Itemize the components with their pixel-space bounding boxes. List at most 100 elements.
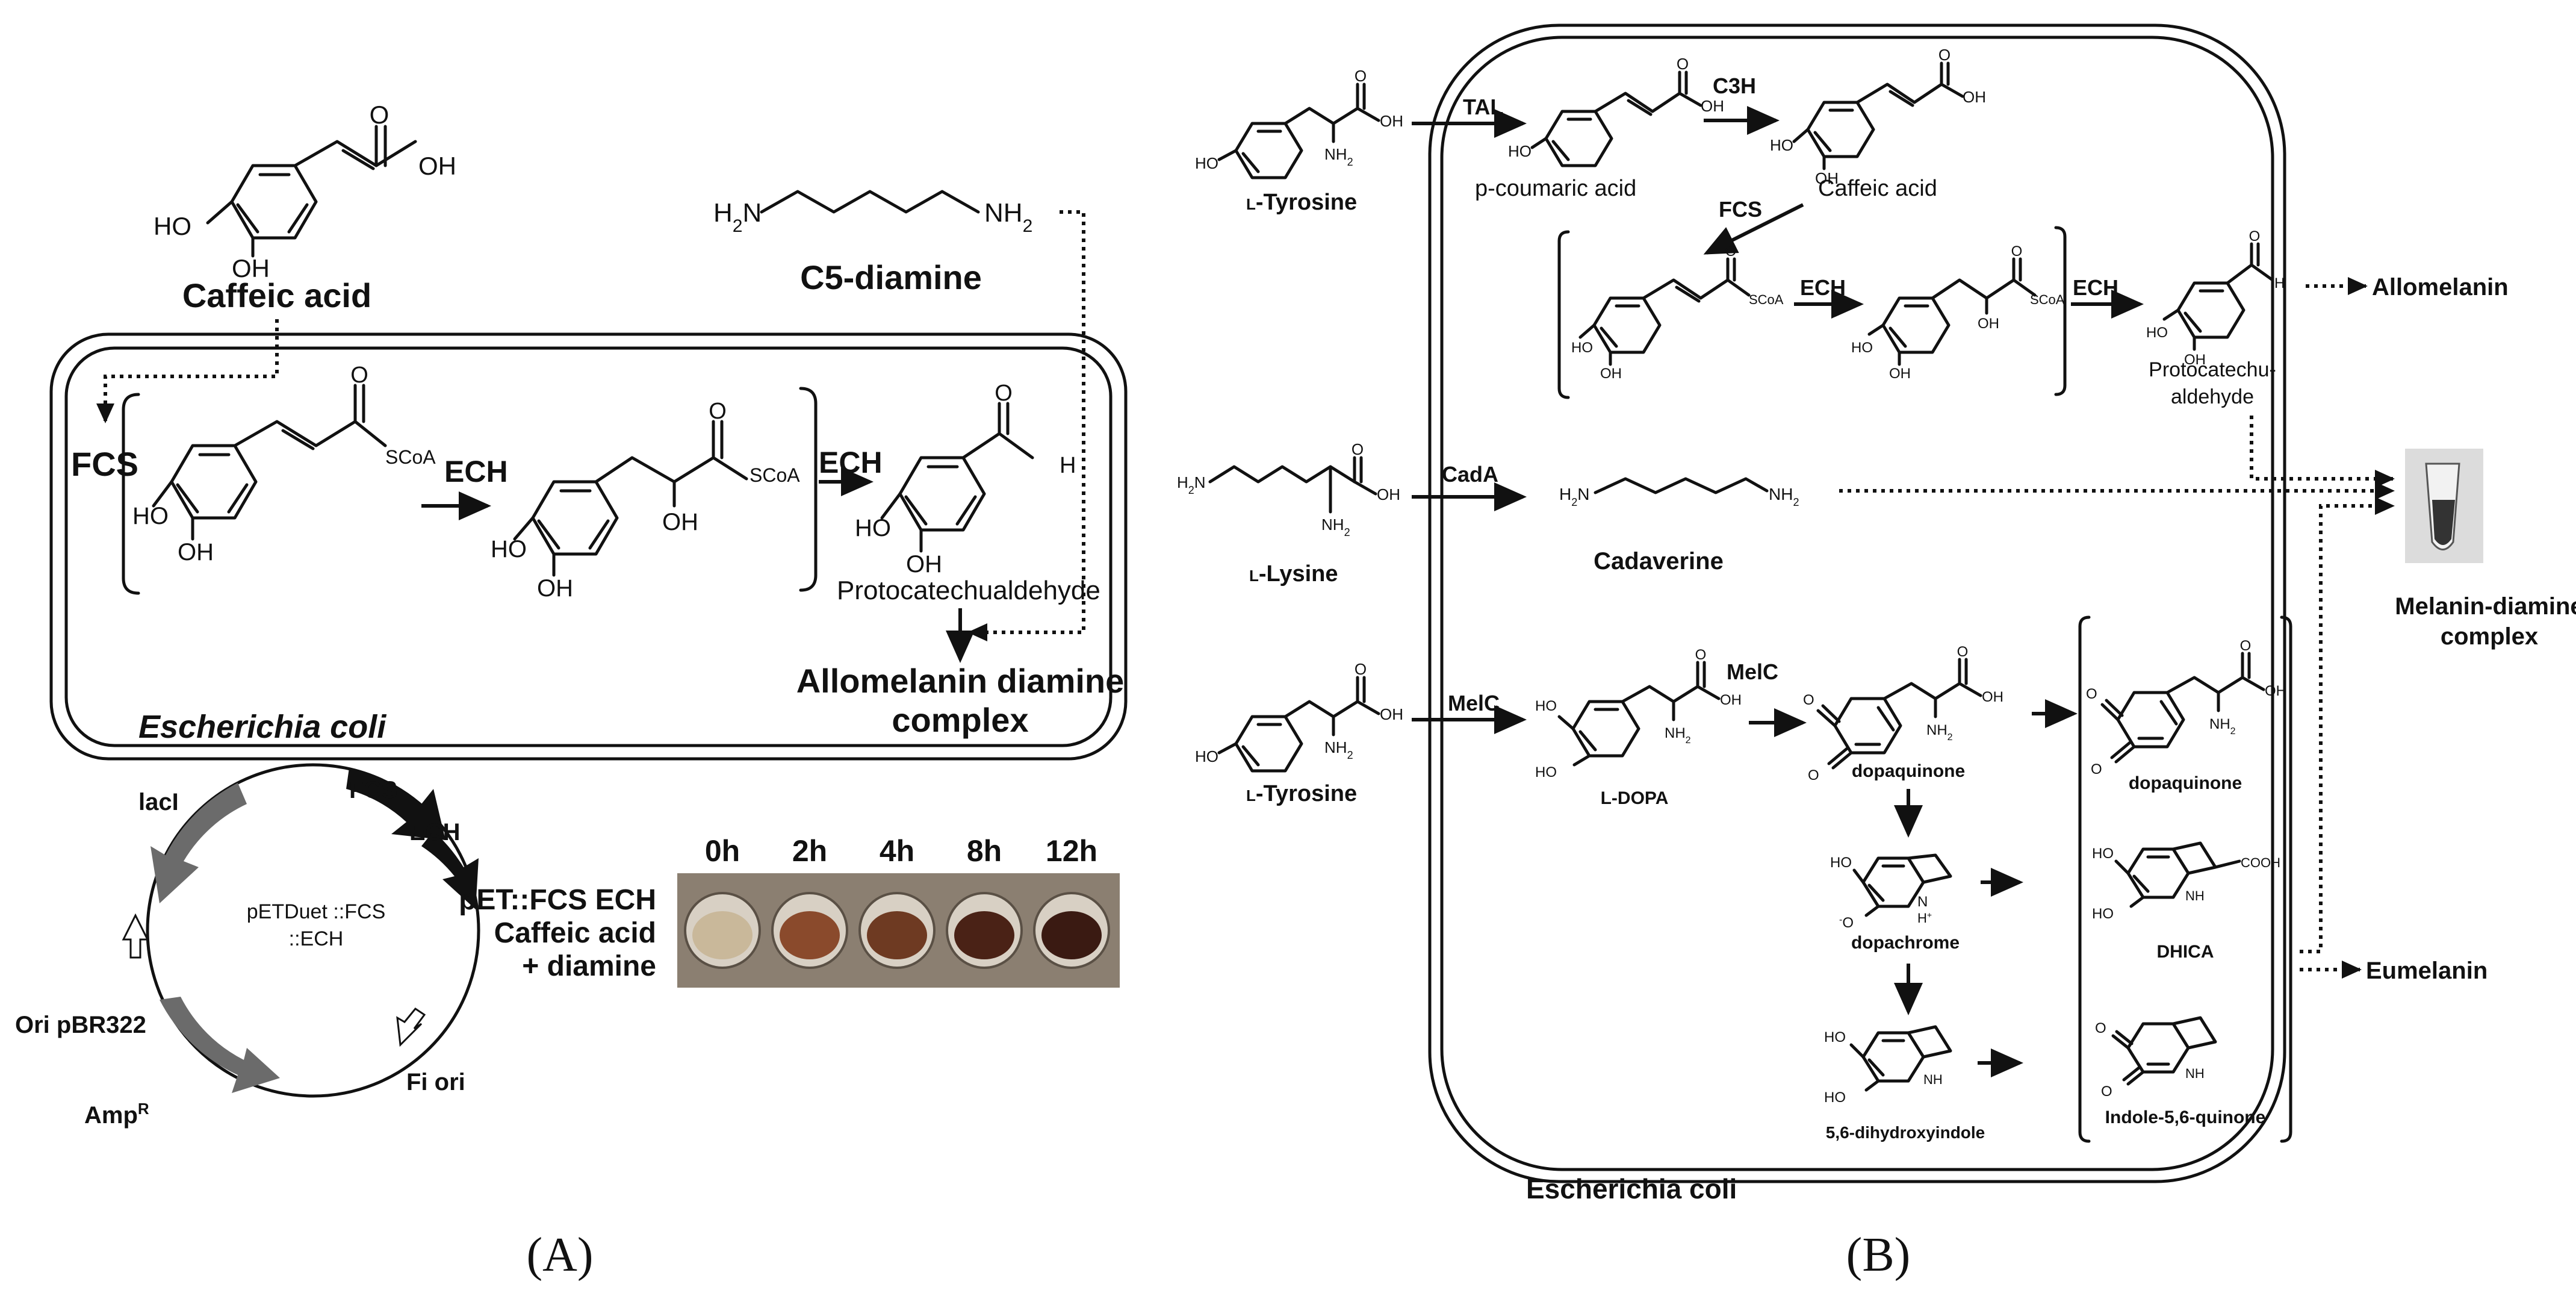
dhi-ho1: HO <box>1824 1029 1846 1045</box>
caffeoyl-coa-structure-a: O SCoA HO OH <box>132 363 436 565</box>
hi-oh-2: OH <box>537 575 573 602</box>
dq2-o1: O <box>2086 686 2097 702</box>
dq2-o: O <box>2240 638 2252 654</box>
ampr-gene-arrow <box>160 997 280 1093</box>
pcb-ho: HO <box>2146 325 2168 341</box>
caffeic-oh: OH <box>418 152 456 180</box>
lys-o: O <box>1352 440 1364 458</box>
culture-time-label: 8h <box>967 834 1002 868</box>
hib-ho: HO <box>1851 340 1873 356</box>
fcs-arrow-b <box>1703 203 1804 255</box>
protocatechualdehyde-a: O H HO OH <box>855 381 1076 578</box>
dopa-ho2: HO <box>1535 764 1557 780</box>
caffeic-ho-1: HO <box>154 212 191 240</box>
hi-oh: OH <box>662 509 698 535</box>
lysine-structure: H2N O OH NH2 <box>1177 440 1400 538</box>
c5-diamine-label: C5-diamine <box>800 258 982 296</box>
caffeic-acid-structure: O OH HO OH <box>154 101 456 282</box>
ccb-ho: HO <box>1571 340 1593 356</box>
ech-label-a2: ECH <box>819 446 883 479</box>
caffeic-o: O <box>370 101 390 129</box>
cb-oh: OH <box>1815 169 1839 187</box>
tyrosine-1-label: L-Tyrosine <box>1246 190 1357 215</box>
tyrosine-2-label: L-Tyrosine <box>1246 781 1357 806</box>
lys-nh2: NH2 <box>1321 516 1350 538</box>
cadaverine-label: Cadaverine <box>1594 548 1724 575</box>
hi-o: O <box>709 399 727 424</box>
dhi-ho2: HO <box>1824 1089 1846 1106</box>
hydroxy-intermediate-a: OH O SCoA HO OH <box>491 399 800 602</box>
pc-o: O <box>1677 55 1689 73</box>
pca-o: O <box>995 381 1013 406</box>
plasmid-fcs: FCS <box>349 777 397 803</box>
laci-gene-arrow <box>151 783 247 903</box>
tyr2-oh: OH <box>1380 705 1403 723</box>
hib-oh: OH <box>1889 366 1911 382</box>
diamine-to-complex-dotted <box>967 210 1085 641</box>
hydroxy-intermediate-b: HO OH OH O SCoA <box>1851 243 2065 382</box>
caffeic-label-b: Caffeic acid <box>1818 176 1937 201</box>
dhica-ho1: HO <box>2092 846 2114 862</box>
cb-o: O <box>1938 46 1951 64</box>
tyr1-nh2: NH2 <box>1324 145 1353 168</box>
dopa-o: O <box>1695 647 1707 663</box>
culture-well <box>954 911 1014 959</box>
ecoli-frame-inner <box>64 346 1113 747</box>
caffeoyl-coa-structure-b: HO OH O SCoA <box>1571 243 1784 382</box>
pcb-h: H <box>2274 275 2285 291</box>
panel-a: O OH HO OH Caffeic acid H2N NH2 C5-diami… <box>15 101 1128 1282</box>
eumelanin-label: Eumelanin <box>2366 958 2488 984</box>
pcb-o: O <box>2249 228 2261 245</box>
ccb-scoa: SCoA <box>1749 292 1784 307</box>
pc-ho: HO <box>1508 142 1532 160</box>
dopachrome-structure: HO -O N H+ <box>1830 853 1952 932</box>
cb-ho: HO <box>1770 136 1793 154</box>
dq1-o2: O <box>1808 767 1819 783</box>
cb-oh2: OH <box>1963 88 1986 106</box>
protocatechualdehyde-label: Protocatechualdehyde <box>837 576 1100 605</box>
dc-o-minus: -O <box>1839 915 1854 932</box>
indole-quinone-label: Indole-5,6-quinone <box>2105 1107 2266 1127</box>
caffeic-to-fcs-dotted <box>96 319 279 423</box>
culture-time-label: 0h <box>705 834 740 868</box>
dq1-o: O <box>1957 644 1969 660</box>
caffeic-structure-b: HO OH O OH <box>1770 46 1986 187</box>
dhica-structure: COOH HO HO NH <box>2092 841 2280 922</box>
hib-oh2: OH <box>1978 316 1999 332</box>
culture-line2: Caffeic acid <box>494 917 656 949</box>
ech-gene-arrow <box>421 831 479 909</box>
ecoli-label-a: Escherichia coli <box>138 709 386 745</box>
fcs-label-a: FCS <box>71 445 138 483</box>
dopaquinone-2-structure: O O O OH NH2 <box>2086 638 2286 777</box>
hi-ho: HO <box>491 536 527 562</box>
tyr1-oh: OH <box>1380 112 1403 130</box>
ccoa-scoa: SCoA <box>385 446 436 468</box>
tyr2-o: O <box>1355 660 1367 678</box>
dq1-nh2: NH2 <box>1926 722 1953 743</box>
hib-o: O <box>2011 243 2023 260</box>
culture-line3: + diamine <box>522 950 656 982</box>
ecoli-frame-outer-b <box>1428 23 2286 1183</box>
allomelanin-complex-line1: Allomelanin diamine <box>796 662 1125 700</box>
dopachrome-label: dopachrome <box>1851 933 1960 953</box>
dopa-nh2: NH2 <box>1665 725 1691 746</box>
bracket-right-a <box>799 387 818 592</box>
dhica-nh: NH <box>2185 888 2205 903</box>
dhi-structure: HO HO NH <box>1824 1025 1952 1106</box>
pcb-oh: OH <box>2184 352 2206 368</box>
tyr2-nh2: NH2 <box>1324 738 1353 761</box>
culture-time-label: 2h <box>792 834 827 868</box>
pca-h: H <box>1060 453 1076 478</box>
tal-label: TAL <box>1463 95 1503 119</box>
bracket-left-b2 <box>2078 615 2091 1143</box>
l-dopa-label: L-DOPA <box>1601 788 1669 808</box>
tyrosine-2-structure: HO O OH NH2 <box>1195 660 1403 773</box>
culture-well <box>780 911 840 959</box>
ecoli-frame-outer <box>49 332 1128 761</box>
cada-label: CadA <box>1442 462 1498 487</box>
ccoa-ho: HO <box>132 503 169 529</box>
p-coumaric-label: p-coumaric acid <box>1475 176 1636 201</box>
dopa-ho1: HO <box>1535 698 1557 714</box>
lysine-label: L-Lysine <box>1249 561 1338 587</box>
allomelanin-label: Allomelanin <box>2372 274 2509 301</box>
